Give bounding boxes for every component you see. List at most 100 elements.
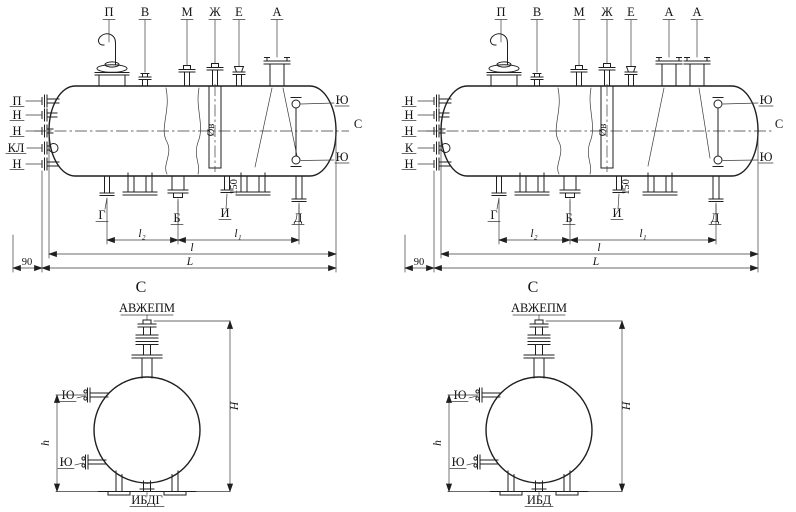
flange-bolt — [81, 456, 86, 461]
dim-text-l1: l₁ — [234, 228, 241, 240]
davit-hook — [490, 33, 508, 65]
nozzle-side-valve — [41, 141, 50, 155]
leader-line — [76, 395, 86, 399]
nozzle-side-valve — [433, 141, 442, 155]
gauge-fitting — [713, 155, 723, 165]
leader-line — [468, 395, 478, 399]
saddle-support — [642, 172, 678, 196]
nozzle-b — [559, 175, 581, 198]
nozzle-side — [41, 124, 54, 138]
nozzle-side — [41, 94, 60, 108]
side-nozzles — [433, 94, 452, 171]
gauge-fitting — [291, 155, 301, 165]
leader-lines-left — [5, 100, 42, 170]
dim-text-L: L — [186, 256, 193, 268]
gauge-flanges — [290, 97, 302, 167]
level-gauge — [712, 97, 724, 167]
dim-text-150: 150 — [229, 179, 240, 195]
nozzle-label: Н — [12, 108, 21, 122]
saddle-support — [235, 172, 271, 196]
nozzle-label: Н — [404, 108, 413, 122]
dim-text-l2: l₂ — [530, 228, 537, 240]
nozzle-i — [612, 175, 626, 193]
leader-lines-right — [300, 102, 350, 164]
leader-lines-top — [494, 19, 704, 73]
vessel-shell — [440, 85, 759, 177]
internal-pipe — [282, 87, 298, 157]
nozzle-side — [41, 108, 58, 122]
nozzle-side — [41, 157, 60, 171]
nozzle-label: Н — [12, 124, 21, 138]
section-title: С — [528, 279, 539, 296]
nozzle-e — [232, 65, 246, 87]
nozzle-side — [433, 94, 452, 108]
nozzle-label-zh: Ж — [209, 5, 221, 19]
gauge-flanges — [712, 97, 724, 167]
dim-text-90: 90 — [22, 257, 33, 268]
leader-lines-right — [722, 102, 774, 164]
internal-pipe — [698, 87, 711, 159]
dim-text-150: 150 — [621, 179, 632, 195]
nozzle-label-p: П — [496, 5, 505, 19]
section-title: С — [136, 279, 147, 296]
gauge-fitting — [713, 99, 723, 109]
leader-lines-bottom — [487, 193, 722, 225]
leader-lines-top — [102, 19, 284, 73]
nozzle-label-yu: Ю — [336, 93, 349, 107]
internal-seam-line — [587, 87, 593, 175]
nozzle-zh — [598, 63, 616, 87]
nozzle-label-p: П — [104, 5, 113, 19]
internal-seam-line — [195, 87, 201, 175]
nozzle-label-e: Е — [235, 5, 243, 19]
dim-text-h: h — [40, 440, 52, 446]
internal-diameter-text: Øв — [206, 124, 217, 137]
nozzle-label-yu: Ю — [60, 455, 73, 469]
nozzle-e — [624, 65, 638, 87]
leader-line — [466, 462, 476, 466]
nozzle-label-a: А — [692, 5, 701, 19]
manhole-davit — [486, 33, 522, 87]
nozzle-label: К — [405, 141, 414, 155]
nozzle-m — [178, 65, 196, 87]
nozzle-side — [479, 387, 501, 403]
flange-bolt — [475, 396, 480, 401]
nozzle-a — [655, 57, 683, 87]
nozzle-label-zh: Ж — [601, 5, 613, 19]
top-nozzle-stack — [131, 319, 163, 379]
bottom-nozzle-stub — [531, 480, 547, 492]
dim-text-l: l — [597, 242, 600, 254]
nozzle-label-yu: Ю — [760, 93, 773, 107]
dim-text-H: H — [229, 401, 241, 411]
right-side-view: П В М Ж Е А А Н Н Н К Н Ю С Ю Г Б И Д l₂… — [401, 5, 783, 273]
internal-seam-line — [555, 87, 562, 175]
nozzle-label-yu: Ю — [452, 455, 465, 469]
flange-bolt — [473, 456, 478, 461]
foot-plates — [499, 491, 579, 496]
support-legs — [507, 470, 571, 492]
nozzle-b — [167, 175, 189, 198]
nozzle-label-b: Б — [173, 211, 180, 225]
nozzle-label: Н — [404, 94, 413, 108]
bottom-nozzle-stub — [139, 480, 155, 492]
nozzle-label: Н — [404, 124, 413, 138]
nozzle-label-yu: Ю — [760, 150, 773, 164]
nozzle-side — [477, 454, 499, 470]
manhole-davit — [94, 33, 130, 87]
manhole-knob — [104, 61, 120, 68]
nozzle-label: КЛ — [8, 141, 25, 155]
manhole-cover — [488, 64, 520, 73]
nozzle-m — [570, 65, 588, 87]
level-gauge — [290, 97, 302, 167]
dim-text-l2: l₂ — [138, 228, 145, 240]
left-side-view: П В М Ж Е А П Н Н КЛ Н Ю С Ю Г Б И Д l₂ … — [5, 5, 362, 273]
dim-text-L: L — [592, 256, 599, 268]
nozzle-label-yu: Ю — [336, 150, 349, 164]
nozzle-label-b: Б — [565, 211, 572, 225]
nozzle-side — [433, 157, 452, 171]
dim-text-l1: l₁ — [639, 228, 646, 240]
nozzle-i — [220, 175, 234, 193]
flange-bolt — [475, 389, 480, 394]
flange-bolt — [83, 396, 88, 401]
nozzle-label-a: А — [272, 5, 281, 19]
